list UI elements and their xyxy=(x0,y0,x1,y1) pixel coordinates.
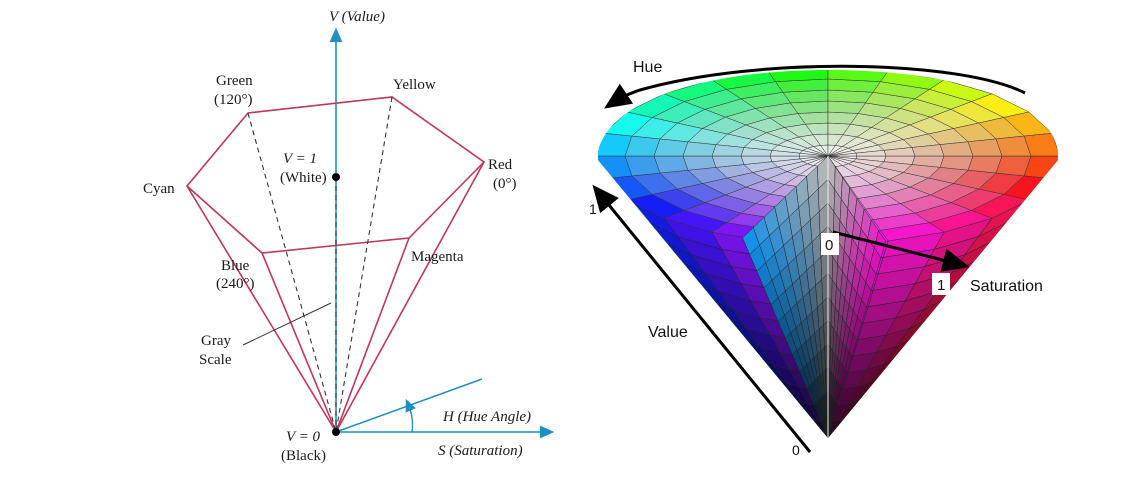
blue-label: Blue xyxy=(221,258,250,274)
hexcone-diagram: V (Value) Green (120°) Yellow Cyan Red (… xyxy=(143,9,555,464)
white-value-label: V = 1 xyxy=(283,151,317,167)
hexcone-hidden-edges xyxy=(247,96,393,433)
value-axis-label: V (Value) xyxy=(329,9,385,25)
hue-label: Hue xyxy=(633,59,662,76)
magenta-label: Magenta xyxy=(411,249,464,265)
gray-scale-leader xyxy=(242,302,332,346)
green-label: Green xyxy=(216,73,253,89)
blue-angle: (240°) xyxy=(216,276,255,292)
black-point xyxy=(332,428,340,436)
hue-angle-label: H (Hue Angle) xyxy=(442,409,531,425)
saturation-label: Saturation xyxy=(970,278,1043,295)
center-zero-box xyxy=(821,233,839,255)
hexcone-edges xyxy=(186,161,485,433)
saturation-one: 1 xyxy=(937,277,945,294)
saturation-one-box xyxy=(932,273,950,295)
cyan-label: Cyan xyxy=(143,181,175,197)
center-zero: 0 xyxy=(825,237,833,254)
hue-angle-arc xyxy=(405,398,416,433)
value-arrow xyxy=(592,184,812,453)
black-label: (Black) xyxy=(281,448,326,464)
black-value-label: V = 0 xyxy=(286,429,321,445)
gray-label-1: Gray xyxy=(201,333,231,349)
hue-arrow xyxy=(604,64,1026,109)
gray-label-2: Scale xyxy=(199,352,232,368)
saturation-arrow xyxy=(832,230,970,272)
hsv-cone: 0 1 Hue Value 1 0 Saturation xyxy=(589,59,1058,458)
saturation-axis-label: S (Saturation) xyxy=(438,443,523,459)
white-label: (White) xyxy=(280,170,327,186)
red-label: Red xyxy=(488,157,513,173)
yellow-label: Yellow xyxy=(393,77,436,93)
value-zero: 0 xyxy=(792,442,800,458)
red-angle: (0°) xyxy=(493,176,517,192)
value-label: Value xyxy=(648,324,688,341)
value-one: 1 xyxy=(589,201,597,217)
green-angle: (120°) xyxy=(214,92,253,108)
white-point xyxy=(332,173,340,181)
